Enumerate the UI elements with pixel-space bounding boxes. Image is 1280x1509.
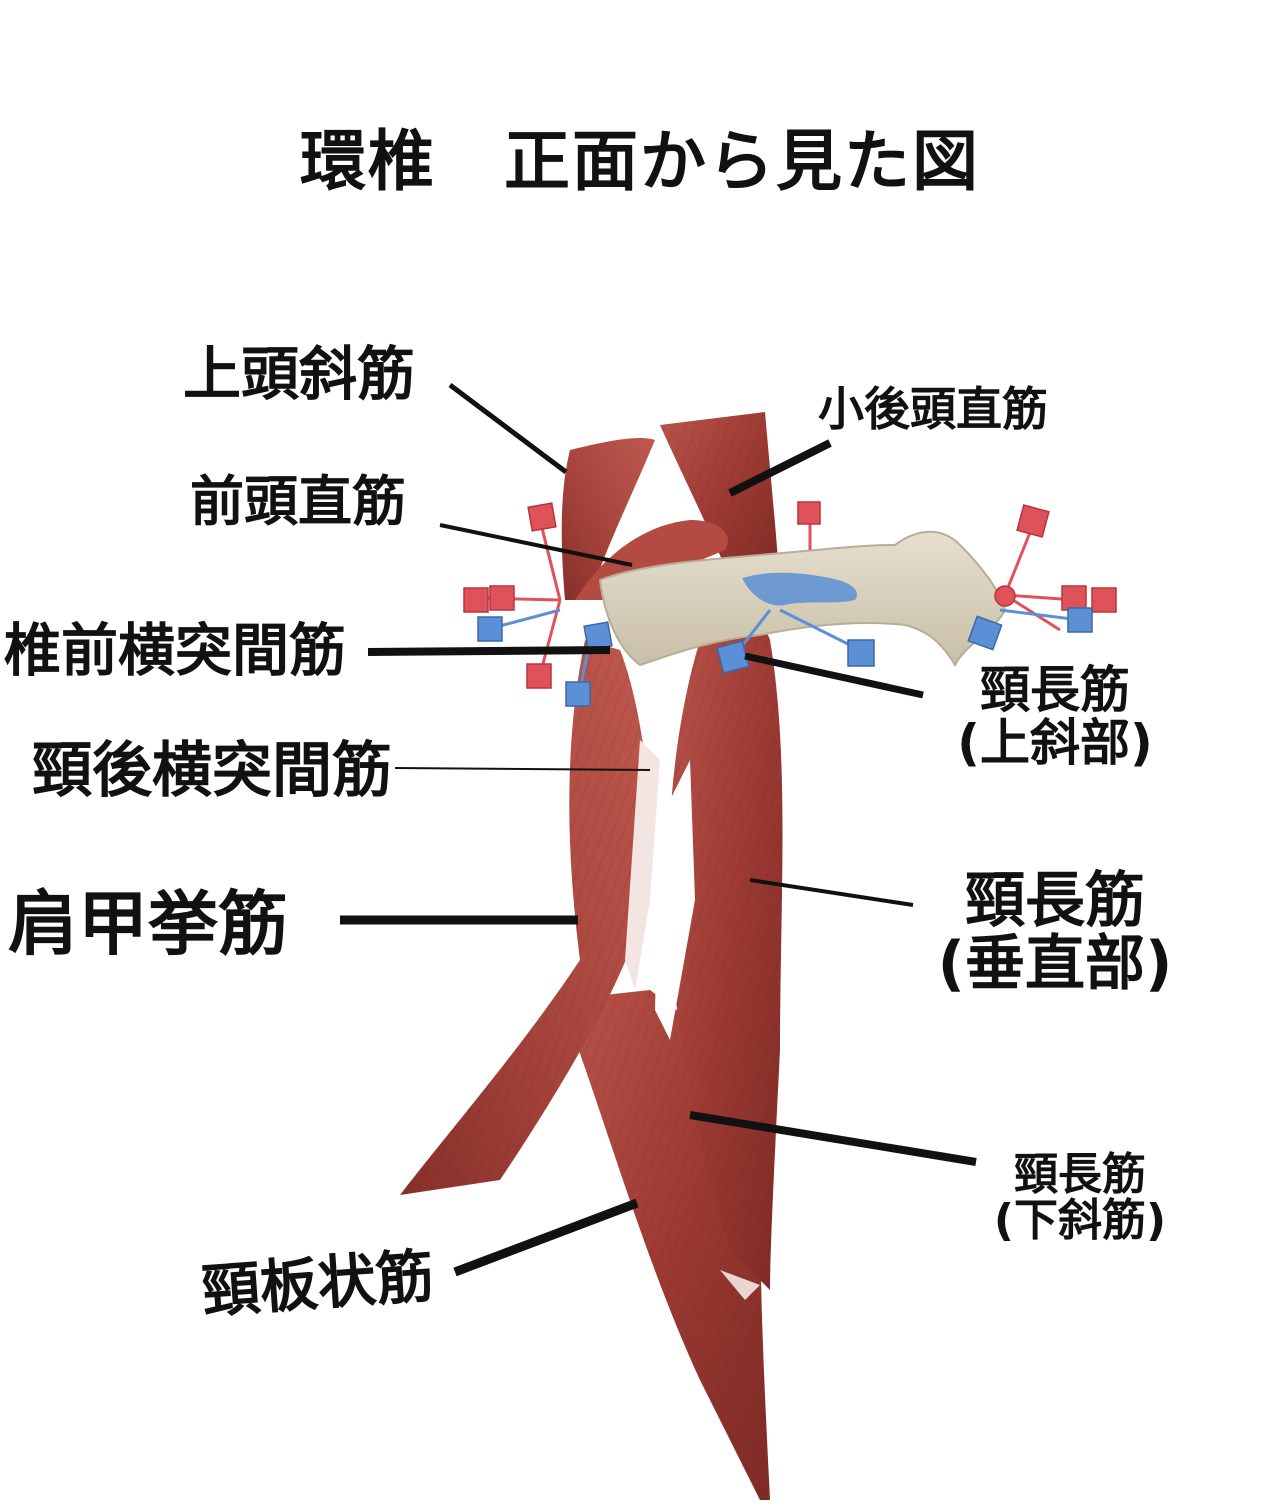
label-longus-colli-superior-line2: (上斜部): [957, 713, 1153, 772]
label-longus-colli-superior-line1: 頸長筋: [980, 661, 1130, 719]
label-longus-colli-vertical-line2: (垂直部): [937, 929, 1173, 999]
label-superior-oblique: 上頭斜筋: [183, 340, 416, 408]
label-anterior-intertransversarii: 椎前横突間筋: [4, 618, 346, 684]
label-longus-colli-vertical: 頸長筋 (垂直部): [920, 870, 1190, 996]
label-longus-colli-inferior-line1: 頸長筋: [1014, 1149, 1146, 1200]
label-longus-colli-superior: 頸長筋 (上斜部): [935, 664, 1175, 769]
label-levator-scapulae: 肩甲挙筋: [8, 883, 288, 965]
label-longus-colli-inferior-line2: (下斜筋): [993, 1195, 1167, 1247]
leader-lines: [340, 383, 977, 1277]
label-longus-colli-inferior: 頸長筋 (下斜筋): [975, 1149, 1185, 1247]
label-rectus-anterior: 前頭直筋: [190, 470, 406, 533]
label-splenius-cervicis: 頸板状筋: [199, 1241, 436, 1326]
page-title: 環椎 正面から見た図: [300, 123, 980, 200]
superior-oblique-muscle: [561, 438, 655, 600]
label-longus-colli-vertical-line1: 頸長筋: [965, 866, 1145, 936]
label-posterior-intertransversarii: 頸後横突間筋: [32, 736, 392, 806]
label-rectus-posterior-minor: 小後頭直筋: [818, 382, 1048, 436]
attachment-markers: [463, 501, 1117, 707]
